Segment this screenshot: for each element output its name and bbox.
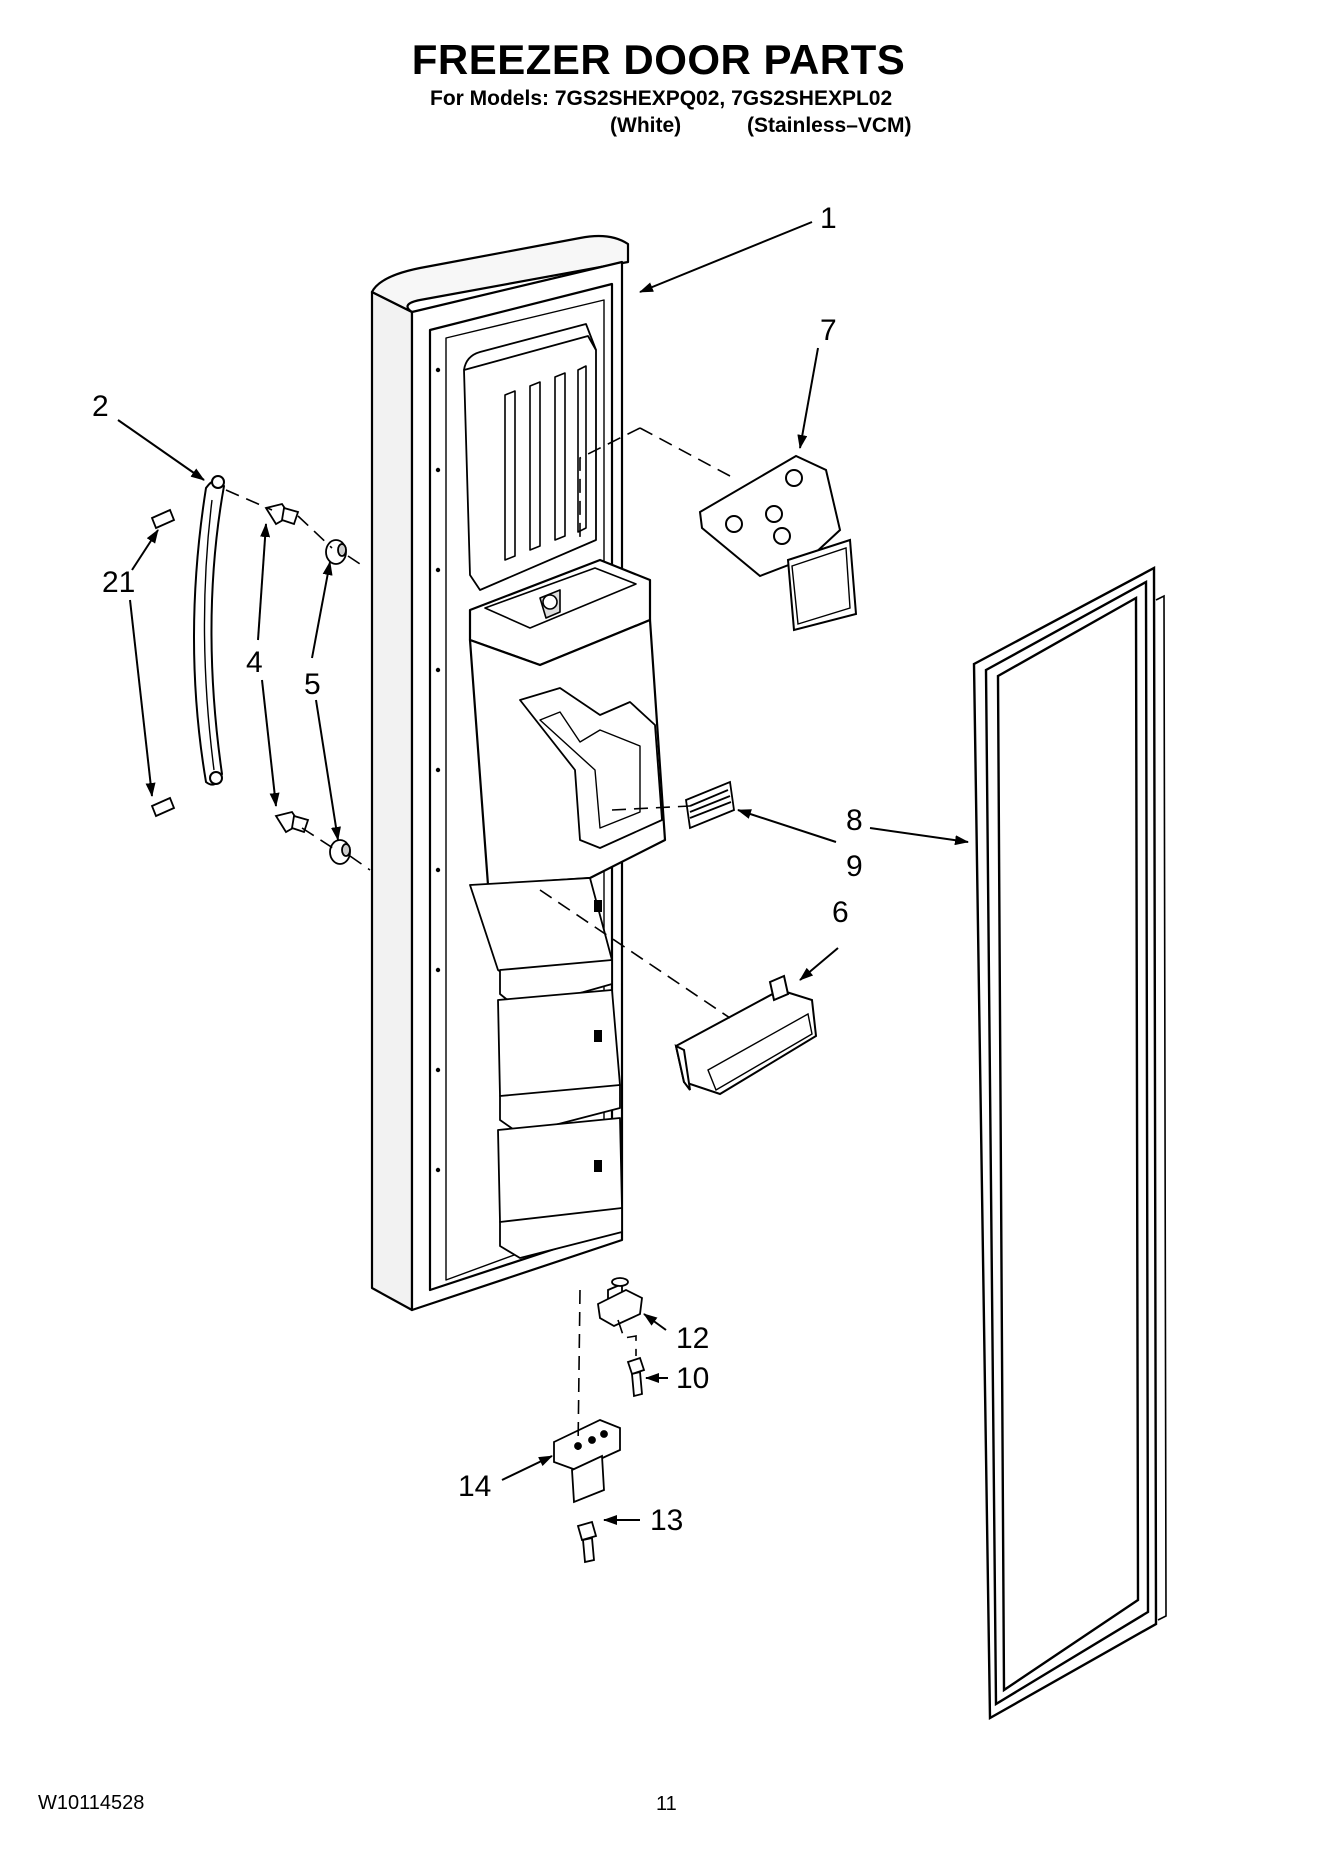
- callout-21: 21: [102, 566, 135, 599]
- callout-5: 5: [304, 668, 321, 701]
- dispenser-pad: [685, 780, 735, 830]
- door-handle: [193, 475, 226, 786]
- callout-8: 8: [846, 804, 863, 837]
- assembly-lines: [225, 427, 731, 1451]
- callout-6: 6: [832, 896, 849, 929]
- door-bin: [674, 974, 818, 1096]
- callout-7: 7: [820, 314, 837, 347]
- freezer-door: [370, 234, 667, 1312]
- callout-13: 13: [650, 1504, 683, 1537]
- variant-stainless-label: (Stainless–VCM): [747, 114, 912, 137]
- page-number: 11: [656, 1793, 677, 1815]
- leader-arrows: [117, 221, 969, 1525]
- bottom-hinge-parts: [553, 1277, 646, 1564]
- callout-12: 12: [676, 1322, 709, 1355]
- callout-4: 4: [246, 646, 263, 679]
- callout-14: 14: [458, 1470, 491, 1503]
- page-title: FREEZER DOOR PARTS: [411, 36, 906, 83]
- callout-10: 10: [676, 1362, 709, 1395]
- handle-hardware: [150, 502, 351, 865]
- hinge-cover: [698, 454, 858, 632]
- document-number: W10114528: [38, 1792, 145, 1814]
- callout-2: 2: [92, 390, 109, 423]
- door-gasket: [972, 566, 1167, 1721]
- models-line: For Models: 7GS2SHEXPQ02, 7GS2SHEXPL02: [430, 87, 893, 110]
- callout-9: 9: [846, 850, 863, 883]
- callout-1: 1: [820, 202, 837, 235]
- variant-white-label: (White): [610, 114, 682, 137]
